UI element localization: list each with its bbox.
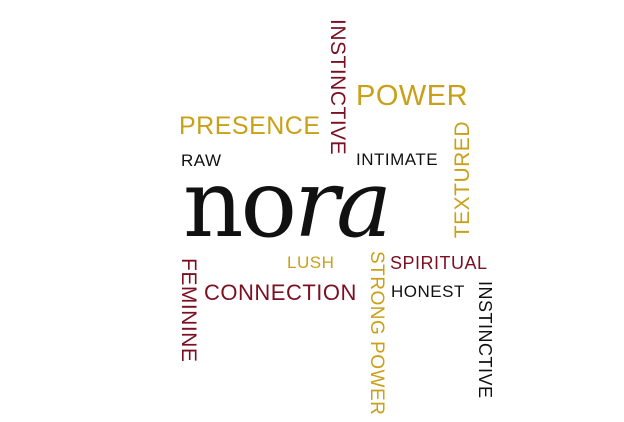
word-instinctive-top: INSTINCTIVE [326, 19, 349, 156]
word-intimate: INTIMATE [356, 150, 439, 169]
nora-logo: nora [183, 158, 392, 252]
word-spiritual: SPIRITUAL [390, 253, 488, 273]
logo-part-no: no [183, 150, 297, 259]
logo-part-ra: ra [294, 150, 392, 259]
word-feminine: FEMININE [177, 258, 200, 363]
word-instinctive-bottom: INSTINCTIVE [475, 281, 495, 399]
word-connection: CONNECTION [204, 280, 357, 305]
word-raw: RAW [181, 151, 222, 170]
word-lush: LUSH [287, 253, 335, 272]
word-honest: HONEST [391, 282, 465, 301]
word-textured: TEXTURED [451, 121, 474, 239]
word-power: POWER [356, 80, 469, 112]
word-presence: PRESENCE [179, 112, 321, 140]
word-strong-power: STRONG POWER [366, 251, 387, 416]
